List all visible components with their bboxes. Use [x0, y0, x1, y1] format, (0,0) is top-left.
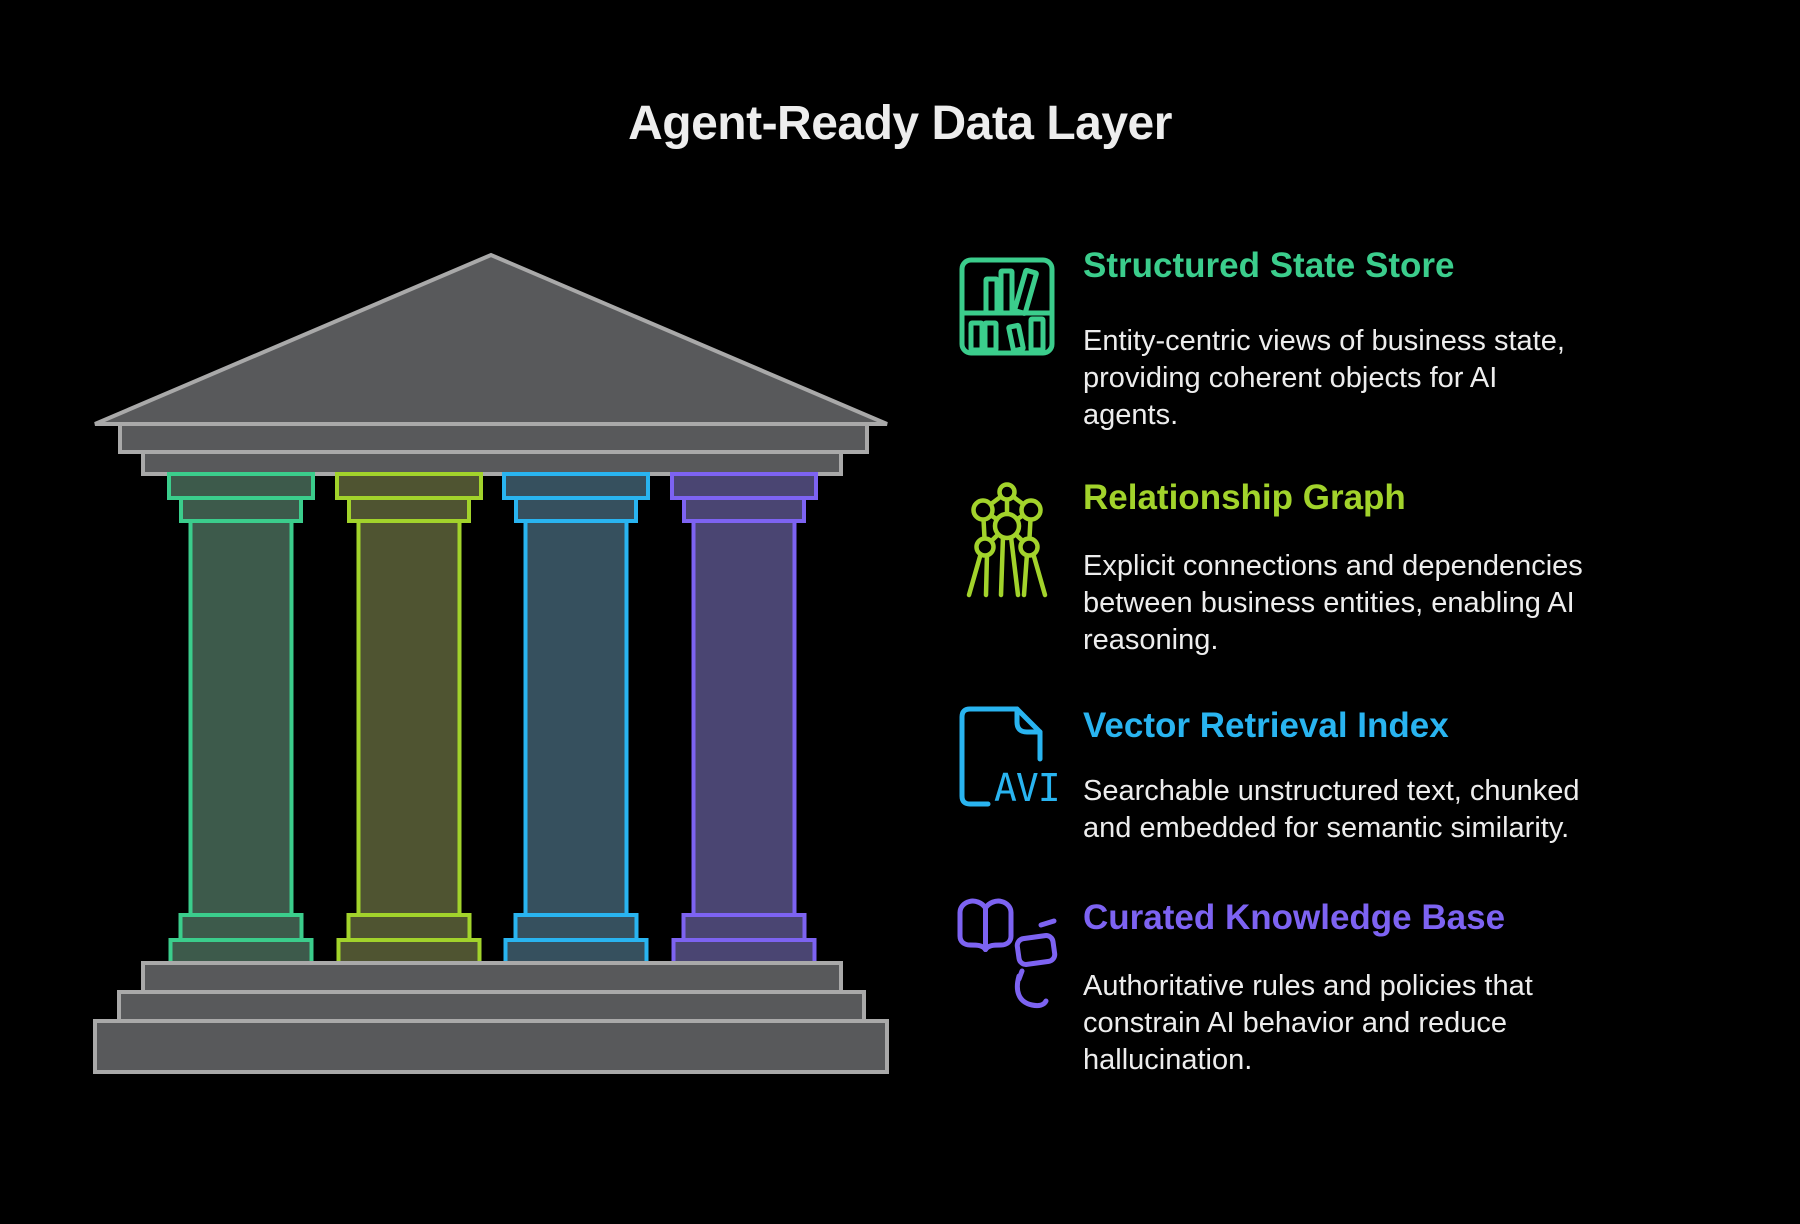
pediment — [94, 252, 888, 426]
section-heading: Curated Knowledge Base — [1083, 898, 1506, 937]
temple-step-2 — [117, 990, 866, 1023]
pillar-structured-state-store — [167, 472, 315, 965]
section-description: Searchable unstructured text, chunked an… — [1083, 775, 1580, 844]
pillar-curated-knowledge-base — [670, 472, 818, 965]
entablature-upper — [118, 422, 869, 454]
open-book-chat-icon — [956, 898, 1058, 1016]
section-heading: Structured State Store — [1083, 246, 1455, 285]
section-heading: Vector Retrieval Index — [1083, 706, 1449, 745]
temple-step-1 — [141, 961, 843, 994]
entablature-lower — [141, 450, 843, 476]
temple-step-3 — [93, 1019, 889, 1074]
section-description: Authoritative rules and policies that co… — [1083, 970, 1533, 1076]
section-description: Entity-centric views of business state, … — [1083, 325, 1565, 431]
pillar-relationship-graph — [335, 472, 483, 965]
pillars — [167, 472, 818, 965]
network-graph-icon — [961, 482, 1053, 601]
section-description: Explicit connections and dependencies be… — [1083, 550, 1583, 656]
page-title: Agent-Ready Data Layer — [628, 97, 1172, 150]
section-heading: Relationship Graph — [1083, 478, 1406, 517]
avi-file-icon: AVI — [958, 706, 1064, 810]
bookshelf-icon — [959, 257, 1055, 356]
temple-illustration — [93, 252, 890, 1074]
pillar-vector-retrieval-index — [502, 472, 650, 965]
avi-file-label: AVI — [994, 766, 1060, 810]
